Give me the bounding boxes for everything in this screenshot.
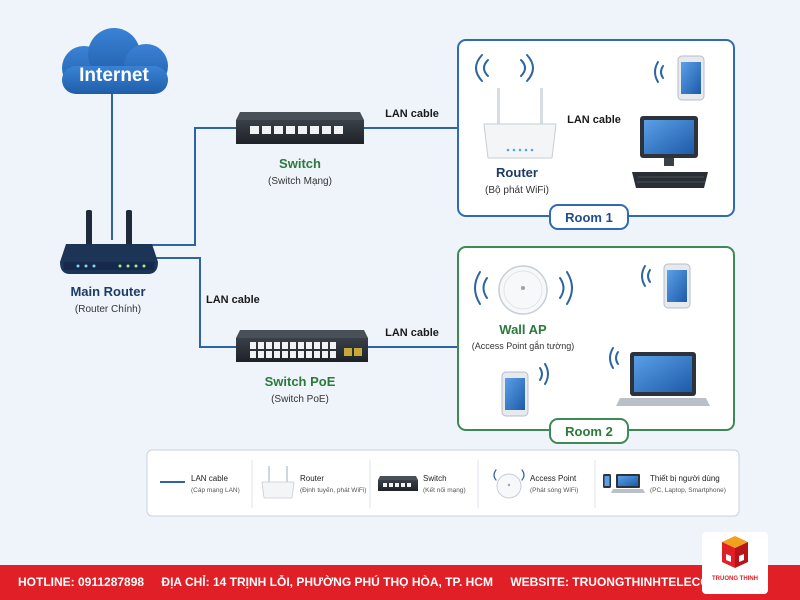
poe-switch: Switch PoE (Switch PoE) (236, 330, 368, 405)
footer-address: ĐỊA CHỈ: 14 TRỊNH LỖI, PHƯỜNG PHÚ THỌ HÒ… (161, 575, 493, 589)
cloud-icon (62, 28, 168, 94)
room2-badge-label: Room 2 (565, 424, 613, 439)
poe-switch-icon (236, 330, 368, 362)
wifi-icon (539, 363, 549, 385)
access-point-icon (496, 473, 522, 499)
wifi-icon (474, 271, 573, 305)
cable-router-switch (150, 127, 236, 246)
switch-title: Switch (279, 156, 321, 171)
legend-devices-title: Thiết bị người dùng (650, 474, 720, 483)
switch-icon (236, 112, 364, 144)
wifi-icon (654, 61, 664, 83)
wifi-router-icon (483, 88, 557, 159)
footer-bar: HOTLINE: 0911287898 ĐỊA CHỈ: 14 TRỊNH LỖ… (0, 565, 800, 600)
wifi-icon (475, 54, 534, 82)
room2-box: Room 2 Wall AP (Access Point gắn tường) (457, 246, 735, 444)
legend-ap-title: Access Point (530, 474, 577, 483)
footer-website: WEBSITE: TRUONGTHINHTELECOM.COM (510, 575, 751, 589)
poe-switch-title: Switch PoE (265, 374, 336, 389)
wifi-icon (641, 265, 651, 287)
switch-subtitle: (Switch Mạng) (268, 176, 332, 187)
main-router-subtitle: (Router Chính) (75, 304, 141, 315)
room2-ap-subtitle: (Access Point gắn tường) (472, 341, 574, 351)
room1-router-title: Router (496, 165, 538, 180)
room1-router-subtitle: (Bộ phát WiFi) (485, 185, 549, 196)
user-devices-icon (603, 474, 645, 493)
smartphone-icon (501, 371, 529, 417)
main-router-title: Main Router (70, 284, 145, 299)
legend: LAN cable (Cáp mạng LAN) Router (Định tu… (146, 449, 740, 517)
footer-hotline: HOTLINE: 0911287898 (18, 575, 145, 589)
cable-label-poe-room2: LAN cable (385, 327, 439, 339)
legend-lan-title: LAN cable (191, 474, 228, 483)
legend-router-title: Router (300, 474, 324, 483)
legend-lan-subtitle: (Cáp mạng LAN) (191, 487, 240, 494)
legend-switch-subtitle: (Kết nối mạng) (423, 485, 466, 494)
cable-label-router-poe: LAN cable (206, 294, 260, 306)
switch-icon (378, 476, 418, 491)
smartphone-icon (677, 55, 705, 101)
logo-mark: TRUONG THINH (712, 536, 758, 582)
legend-devices-subtitle: (PC, Laptop, Smartphone) (650, 487, 726, 494)
legend-item-switch: Switch (Kết nối mạng) (378, 474, 466, 494)
room1-box: Room 1 Router (Bộ phát WiFi) LAN cable (457, 39, 735, 230)
company-logo: TRUONG THINH (702, 532, 768, 594)
legend-item-access-point: Access Point (Phát sóng WiFi) (493, 469, 578, 499)
cable-router-poe (150, 257, 236, 348)
cable-label-switch-room1: LAN cable (385, 108, 439, 120)
room1-badge-label: Room 1 (565, 210, 613, 225)
internet-cloud: Internet (62, 28, 168, 94)
wifi-icon (493, 469, 525, 481)
room1-badge: Room 1 (549, 204, 629, 230)
room1-cable-label: LAN cable (567, 114, 621, 126)
router-icon (60, 210, 158, 274)
wifi-icon (609, 347, 619, 369)
laptop-icon (616, 352, 710, 406)
router-icon (261, 466, 295, 499)
legend-item-lan-cable: LAN cable (Cáp mạng LAN) (160, 474, 240, 494)
wall-ap-icon (498, 265, 548, 315)
legend-router-subtitle: (Định tuyến, phát WiFi) (300, 485, 366, 494)
footer-contact: HOTLINE: 0911287898 ĐỊA CHỈ: 14 TRỊNH LỖ… (18, 575, 765, 589)
smartphone-icon (663, 263, 691, 309)
legend-item-router: Router (Định tuyến, phát WiFi) (261, 466, 366, 499)
diagram-canvas: Internet Main Router (Router Chính) (60, 28, 740, 517)
logo-text: TRUONG THINH (712, 576, 758, 582)
main-router: Main Router (Router Chính) (60, 210, 158, 315)
legend-switch-title: Switch (423, 474, 447, 483)
legend-ap-subtitle: (Phát sóng WiFi) (530, 487, 578, 494)
poe-switch-subtitle: (Switch PoE) (271, 394, 329, 405)
desktop-pc-icon (632, 116, 708, 188)
cloud-label: Internet (79, 65, 149, 86)
network-switch: Switch (Switch Mạng) (236, 112, 364, 187)
legend-item-user-devices: Thiết bị người dùng (PC, Laptop, Smartph… (603, 474, 726, 494)
room2-badge: Room 2 (549, 418, 629, 444)
room2-ap-title: Wall AP (499, 322, 547, 337)
